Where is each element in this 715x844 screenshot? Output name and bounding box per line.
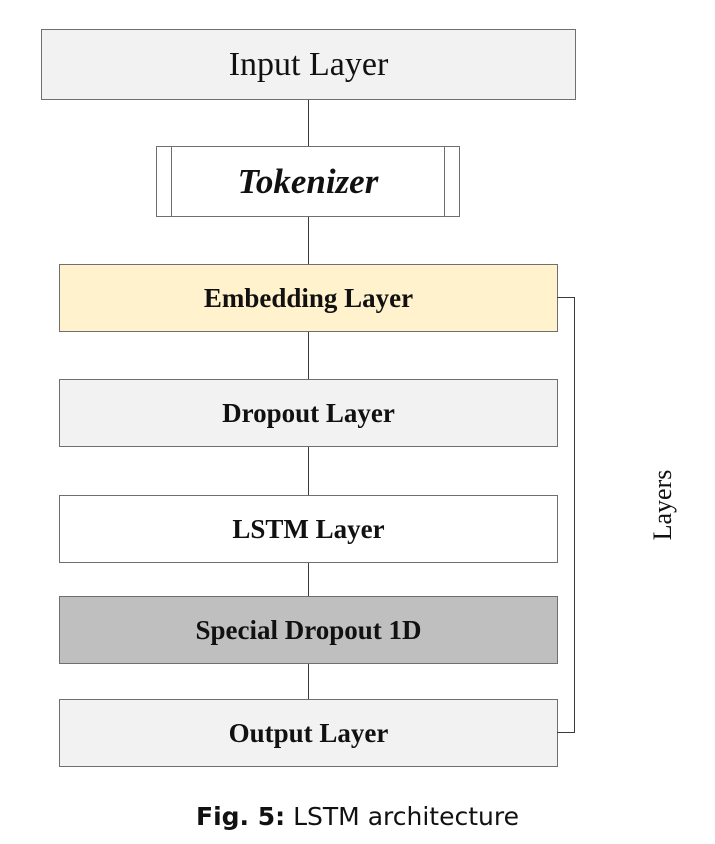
figure-caption-label: Fig. 5: (196, 802, 286, 831)
dropout-layer-label: Dropout Layer (222, 397, 395, 428)
tokenizer-box: Tokenizer (156, 146, 460, 217)
figure-caption: Fig. 5: LSTM architecture (0, 802, 715, 831)
connector-embedding-dropout (308, 332, 309, 379)
output-layer-box: Output Layer (59, 699, 558, 767)
special-dropout-1d-label: Special Dropout 1D (195, 614, 422, 645)
output-layer-label: Output Layer (228, 717, 389, 748)
tokenizer-label: Tokenizer (237, 161, 379, 201)
lstm-layer-label: LSTM Layer (232, 513, 385, 544)
special-dropout-1d-box: Special Dropout 1D (59, 596, 558, 664)
embedding-layer-label: Embedding Layer (203, 282, 414, 313)
layers-group-label: Layers (648, 469, 677, 541)
figure-caption-text: LSTM architecture (293, 802, 519, 831)
connector-dropout-lstm (308, 447, 309, 495)
connector-input-tokenizer (308, 100, 309, 146)
dropout-layer-box: Dropout Layer (59, 379, 558, 447)
lstm-layer-box: LSTM Layer (59, 495, 558, 563)
input-layer-box: Input Layer (41, 29, 576, 100)
layers-group-bracket (557, 297, 575, 733)
embedding-layer-box: Embedding Layer (59, 264, 558, 332)
connector-tokenizer-embedding (308, 217, 309, 264)
connector-lstm-spatial (308, 563, 309, 596)
connector-spatial-output (308, 664, 309, 699)
input-layer-label: Input Layer (228, 45, 389, 83)
